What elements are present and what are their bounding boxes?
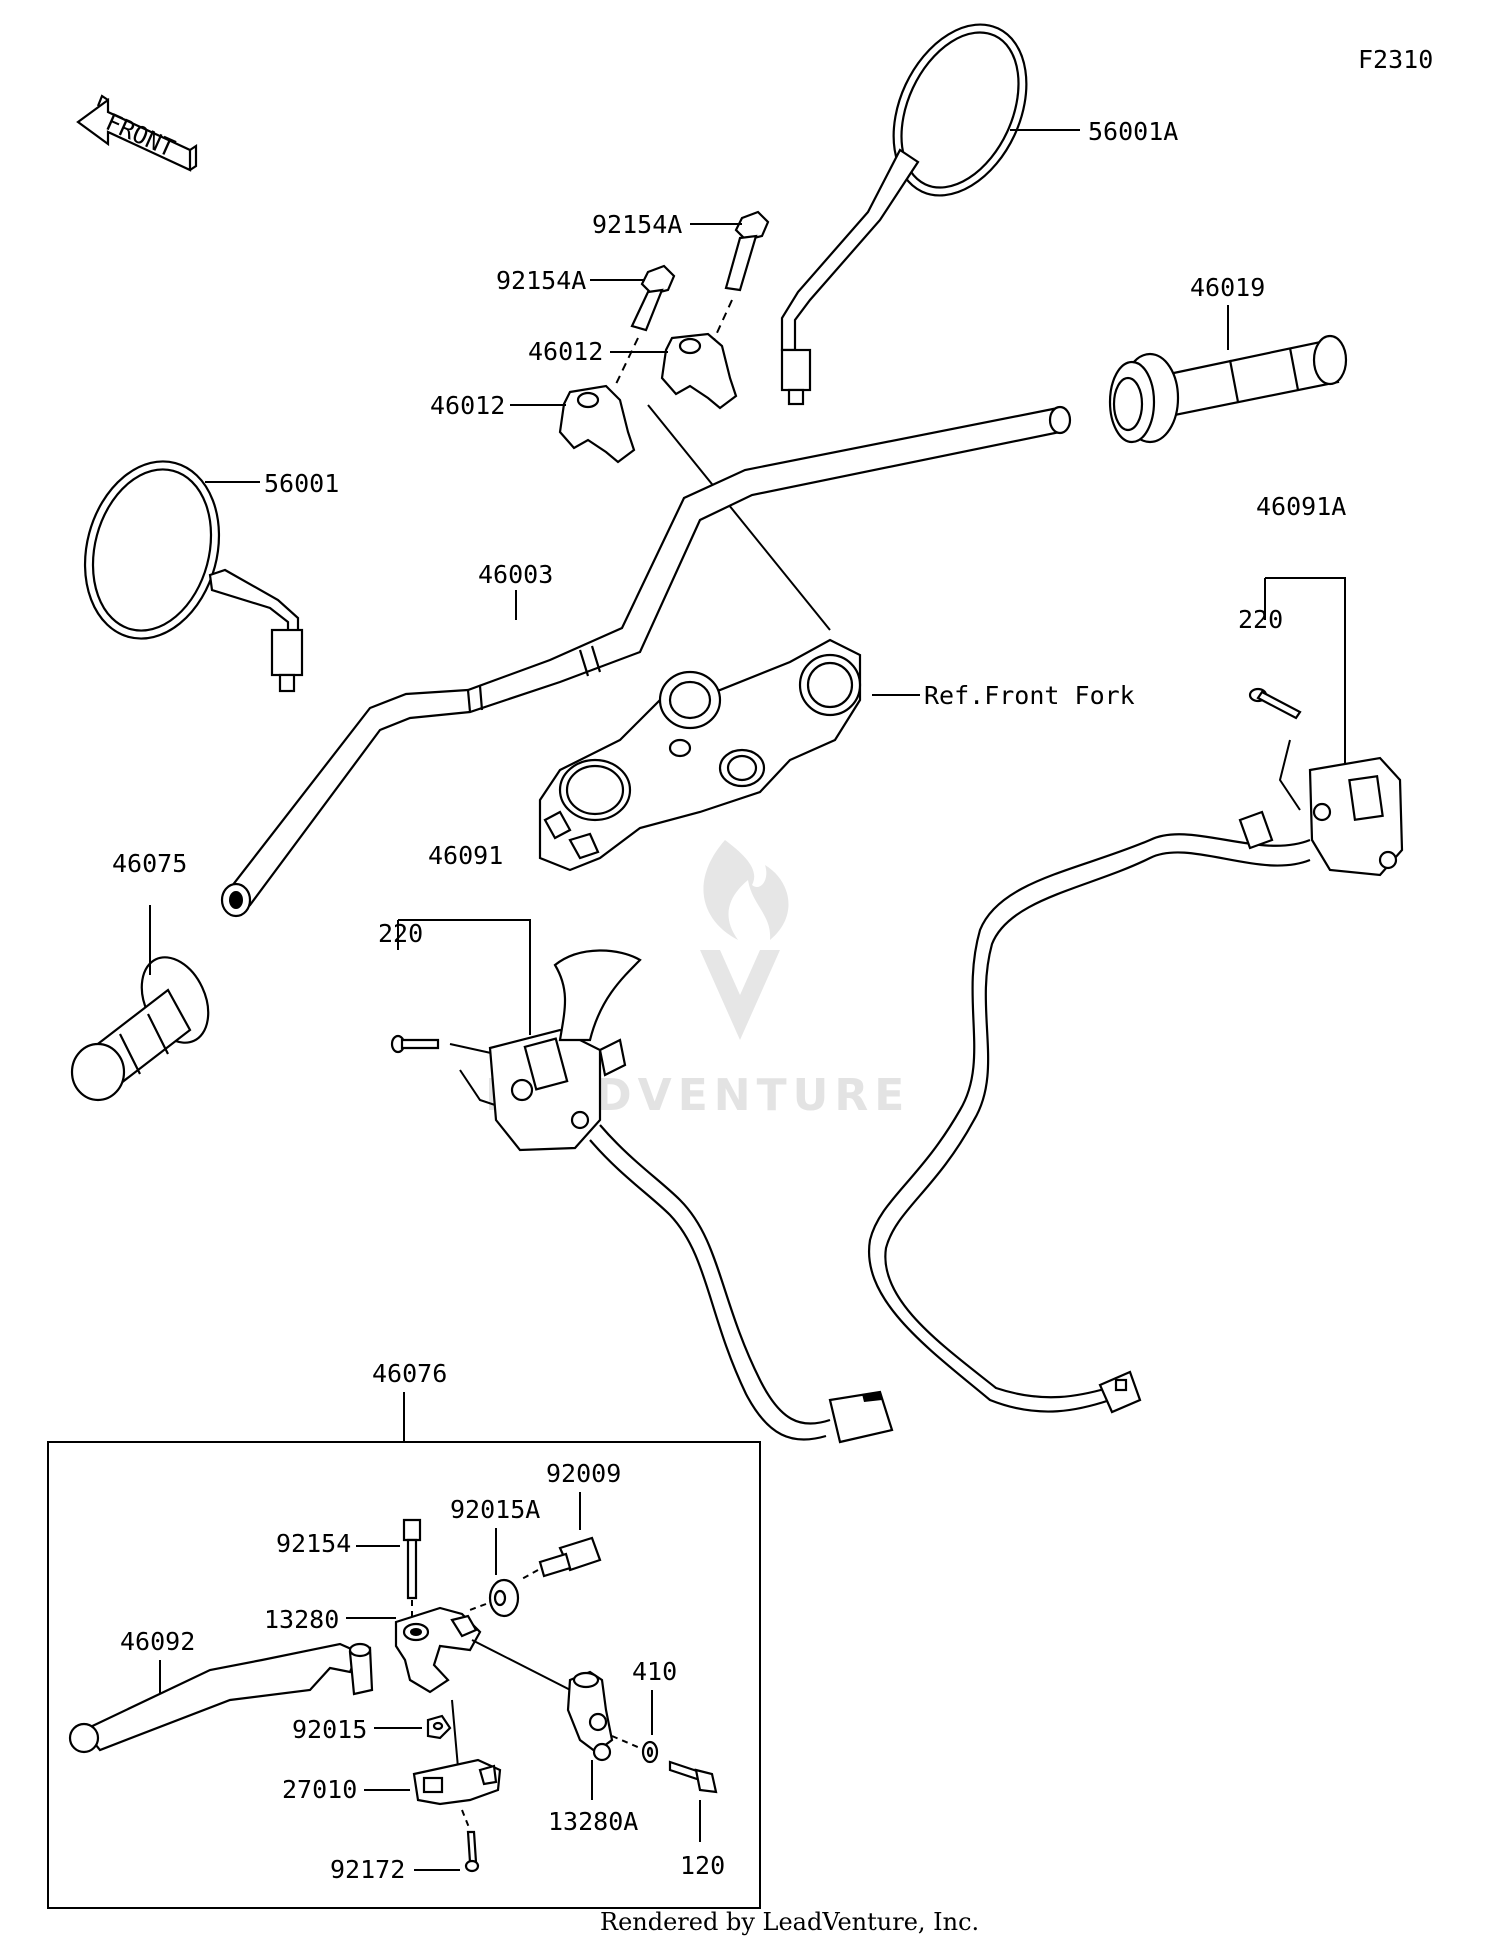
callout-27010: 27010 [282, 1775, 357, 1804]
footer-credit: Rendered by LeadVenture, Inc. [600, 1908, 979, 1936]
bolt-92154A-upper-icon [724, 210, 770, 292]
callout-410: 410 [632, 1657, 677, 1686]
connector-left-icon [828, 1390, 894, 1444]
callout-92009: 92009 [546, 1459, 621, 1488]
callout-220-left: 220 [378, 919, 423, 948]
handlebar-icon [220, 405, 1072, 918]
brake-switch-27010-icon [412, 1758, 502, 1806]
mirror-left-icon [83, 460, 304, 693]
connector-right-icon [1098, 1370, 1142, 1414]
callout-92154A-1: 92154A [592, 210, 682, 239]
handlebar-holder-lower-icon [558, 384, 636, 464]
grip-right-icon [1108, 334, 1348, 444]
washer-92015A-icon [488, 1578, 520, 1618]
front-arrow-icon: FRONT [76, 94, 198, 172]
callout-46091A: 46091A [1256, 492, 1346, 521]
callout-92172: 92172 [330, 1855, 405, 1884]
callout-46076: 46076 [372, 1359, 447, 1388]
upper-triple-clamp-icon [538, 638, 862, 872]
callout-220-right: 220 [1238, 605, 1283, 634]
lever-assembly-box [47, 1441, 761, 1909]
callout-92154: 92154 [276, 1529, 351, 1558]
callout-92015A: 92015A [450, 1495, 540, 1524]
nut-92015-icon [426, 1714, 452, 1740]
screw-92172-icon [464, 1830, 480, 1873]
washer-410-icon [641, 1740, 659, 1764]
figure-code: F2310 [1358, 45, 1433, 74]
bolt-92154-icon [402, 1518, 422, 1600]
callout-46091: 46091 [428, 841, 503, 870]
cable-clip-right-icon [1238, 810, 1274, 850]
brake-lever-46092-icon [68, 1642, 374, 1754]
screw-220-left-icon [390, 1034, 440, 1054]
callout-13280A: 13280A [548, 1807, 638, 1836]
grip-left-icon [70, 956, 210, 1102]
callout-92015: 92015 [292, 1715, 367, 1744]
callout-46003: 46003 [478, 560, 553, 589]
screw-220-right-icon [1248, 687, 1302, 720]
callout-92154A-2: 92154A [496, 266, 586, 295]
handlebar-holder-upper-icon [660, 332, 738, 410]
callout-46092: 46092 [120, 1627, 195, 1656]
callout-46012-2: 46012 [430, 391, 505, 420]
mirror-right-icon [780, 23, 1028, 406]
callout-46012-1: 46012 [528, 337, 603, 366]
lever-clamp-13280A-icon [566, 1670, 614, 1762]
callout-46075: 46075 [112, 849, 187, 878]
callout-120: 120 [680, 1851, 725, 1880]
bolt-92154A-lower-icon [630, 264, 676, 332]
callout-56001A: 56001A [1088, 117, 1178, 146]
callout-13280: 13280 [264, 1605, 339, 1634]
switch-housing-right-icon [1308, 756, 1404, 877]
callout-56001: 56001 [264, 469, 339, 498]
bolt-120-icon [668, 1760, 718, 1794]
watermark-logo-icon [700, 840, 789, 1040]
callout-46019: 46019 [1190, 273, 1265, 302]
bolt-92009-icon [538, 1536, 602, 1578]
callout-ref-front-fork: Ref.Front Fork [924, 681, 1135, 710]
front-arrow-label: FRONT [102, 108, 179, 163]
lever-holder-13280-icon [394, 1606, 482, 1694]
switch-housing-left-icon [488, 949, 642, 1152]
